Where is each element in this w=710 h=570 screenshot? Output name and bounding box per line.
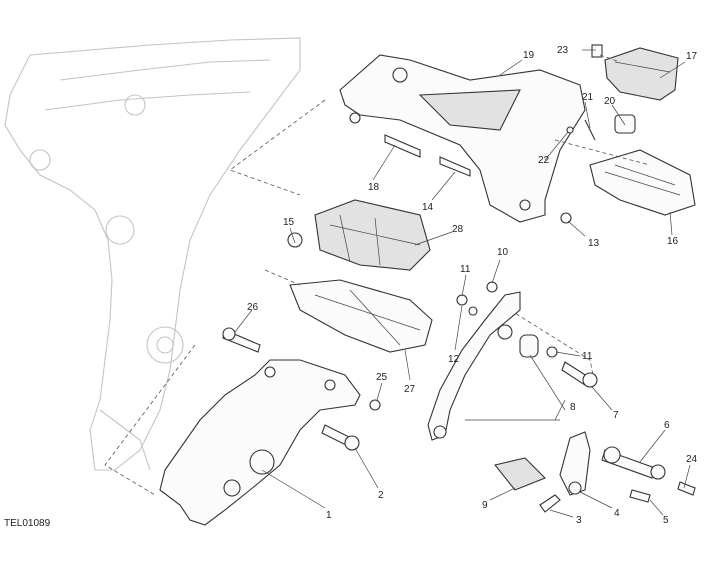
callout-20: 20	[604, 96, 616, 107]
callout-2: 2	[378, 490, 384, 501]
motorcycle-frame-outline	[4, 37, 301, 471]
callout-22: 22	[538, 155, 550, 166]
front-footpeg-rubber	[314, 199, 431, 271]
assembly-lines-lower	[104, 269, 596, 496]
spring-parts	[287, 232, 381, 411]
callout-24: 24	[686, 454, 698, 465]
callout-leaders	[234, 49, 691, 518]
callout-labels: 1 2 3 4 5 6 7 8 9 10 11 11 12 13 14 15 1…	[247, 45, 698, 526]
callout-19: 19	[523, 50, 535, 61]
callout-9: 9	[482, 500, 488, 511]
callout-23: 23	[557, 45, 569, 56]
footpeg-bracket	[159, 359, 361, 526]
callout-18: 18	[368, 182, 380, 193]
diagram-reference-code: TEL01089	[4, 518, 51, 529]
callout-5: 5	[663, 515, 669, 526]
callout-17: 17	[686, 51, 698, 62]
callout-12: 12	[448, 354, 460, 365]
callout-7: 7	[613, 410, 619, 421]
callout-13: 13	[588, 238, 600, 249]
callout-8: 8	[570, 402, 576, 413]
callout-15: 15	[283, 217, 295, 228]
callout-28: 28	[452, 224, 464, 235]
rear-footpeg-bracket	[339, 54, 586, 223]
assembly-lines-upper	[229, 54, 651, 196]
rear-footpeg-rubber	[604, 47, 679, 101]
washers	[456, 281, 498, 316]
callout-11-upper: 11	[460, 264, 471, 275]
callout-21: 21	[582, 92, 594, 103]
callout-4: 4	[614, 508, 620, 519]
bracket-bolts	[222, 327, 360, 451]
callout-1: 1	[326, 510, 332, 521]
rear-hardware	[384, 44, 636, 224]
callout-14: 14	[422, 202, 434, 213]
callout-16: 16	[667, 236, 679, 247]
callout-3: 3	[576, 515, 582, 526]
pivot-parts	[519, 334, 598, 388]
callout-11-lower: 11	[582, 351, 593, 362]
callout-10: 10	[497, 247, 509, 258]
shift-linkage	[539, 431, 696, 513]
front-footpeg	[289, 279, 433, 353]
gear-shift-lever	[427, 291, 546, 491]
rear-footpeg	[589, 149, 696, 216]
callout-26: 26	[247, 302, 259, 313]
callout-25: 25	[376, 372, 388, 383]
callout-6: 6	[664, 420, 670, 431]
callout-27: 27	[404, 384, 416, 395]
